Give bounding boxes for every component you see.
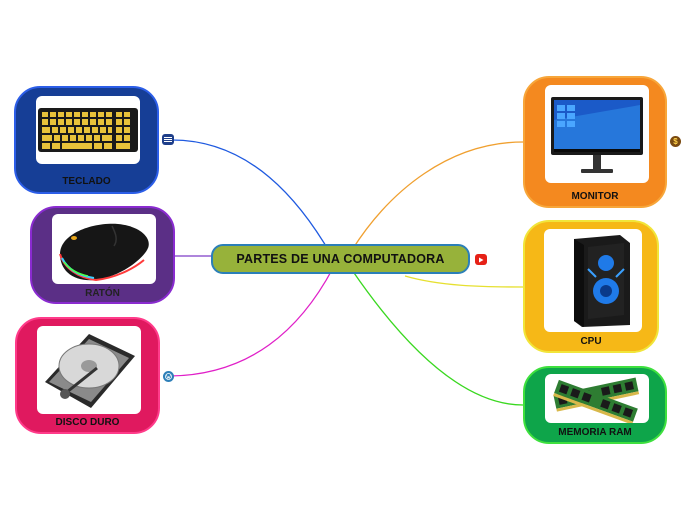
node-cpu[interactable]: CPU: [523, 220, 659, 353]
central-topic[interactable]: PARTES DE UNA COMPUTADORA: [211, 244, 470, 274]
wordpress-icon[interactable]: [163, 371, 174, 382]
link-ram: [351, 269, 524, 406]
node-disco-label: DISCO DURO: [55, 417, 120, 428]
keyboard-image: [36, 96, 140, 164]
central-topic-label: PARTES DE UNA COMPUTADORA: [236, 252, 445, 266]
node-cpu-label: CPU: [580, 336, 602, 347]
node-raton-label: RATÓN: [85, 288, 120, 299]
node-teclado-label: TECLADO: [62, 176, 111, 187]
mouse-image: [52, 214, 156, 284]
youtube-icon[interactable]: [475, 254, 487, 265]
link-monitor: [351, 141, 524, 251]
link-disco: [169, 267, 334, 377]
link-teclado: [171, 139, 334, 259]
monitor-image: [545, 85, 649, 183]
node-monitor[interactable]: MONITOR: [523, 76, 667, 208]
note-icon[interactable]: [162, 134, 174, 145]
node-ram-label: MEMORIA RAM: [558, 427, 632, 438]
node-teclado[interactable]: TECLADO: [14, 86, 159, 194]
node-ram[interactable]: MEMORIA RAM: [523, 366, 667, 444]
node-disco[interactable]: DISCO DURO: [15, 317, 160, 434]
node-raton[interactable]: RATÓN: [30, 206, 175, 304]
link-cpu: [404, 275, 524, 288]
dollar-icon[interactable]: $: [670, 136, 681, 147]
hard-drive-image: [37, 326, 141, 414]
node-monitor-label: MONITOR: [571, 191, 619, 202]
ram-modules-image: [545, 374, 649, 423]
pc-tower-image: [544, 229, 642, 332]
